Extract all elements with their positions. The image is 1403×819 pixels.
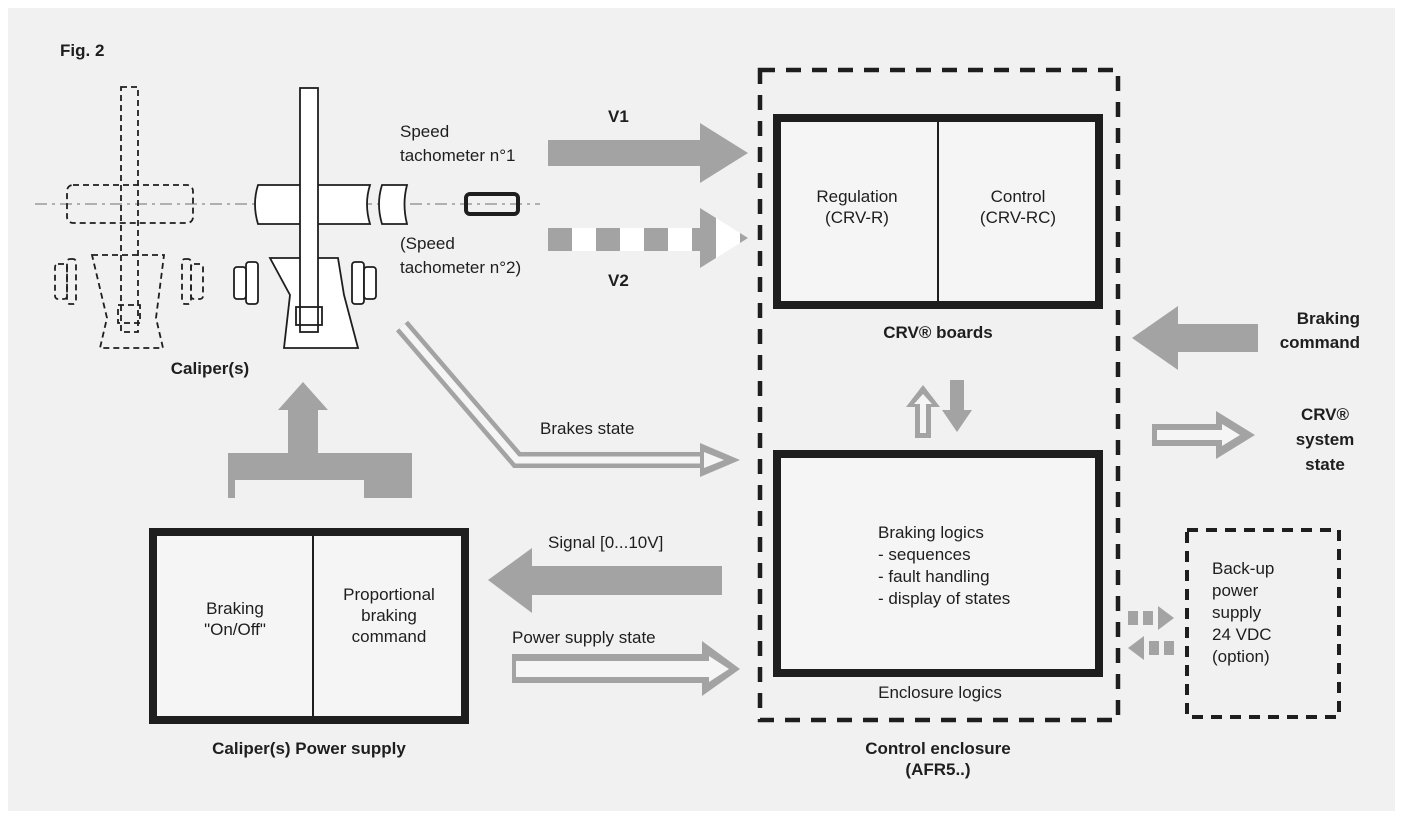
crv-boards-title: CRV® boards [883,323,993,342]
control-label: Control (CRV-RC) [979,187,1057,227]
regulation-label: Regulation (CRV-R) [816,187,898,227]
system-state-label: CRV® system state [1295,405,1355,474]
backup-link-arrows [1128,606,1174,660]
braking-on-off-label: Braking "On/Off" [204,599,266,639]
figure-label: Fig. 2 [60,41,105,60]
bidirectional-arrows [906,380,972,438]
backup-power-box [1185,528,1341,719]
tachometer-sensor [464,192,520,216]
brakes-state-label: Brakes state [540,419,635,438]
v2-label: V2 [608,271,629,290]
v2-arrow [548,208,748,268]
braking-logics-box [773,450,1103,677]
caliper-label: Caliper(s) [170,359,250,378]
brakes-state-arrow [395,320,740,477]
caliper-ghost [54,86,204,349]
system-state-arrow [1152,411,1255,459]
control-enclosure-frame [757,67,1121,723]
caliper-power-supply-box [149,528,469,724]
braking-logics-text: Braking logics - sequences - fault handl… [878,523,1011,608]
caliper-power-supply-title: Caliper(s) Power supply [212,739,406,758]
proportional-command-label: Proportional braking command [343,585,435,646]
caliper-power-arrow [228,382,412,498]
enclosure-logics-label: Enclosure logics [878,683,1002,702]
power-supply-state-arrow [512,641,740,696]
tachometer-1-label: Speed tachometer n°1 [400,122,516,165]
braking-command-label: Braking command [1279,309,1360,352]
power-supply-state-label: Power supply state [512,628,656,647]
signal-label: Signal [0...10V] [548,533,664,552]
signal-arrow [488,548,722,613]
v1-arrow [548,123,748,183]
tachometer-2-label: (Speed tachometer n°2) [400,234,522,277]
caliper-main [233,87,409,349]
control-enclosure-title: Control enclosure (AFR5..) [865,739,1011,779]
braking-command-arrow [1132,306,1258,370]
backup-power-label: Back-up power supply 24 VDC (option) [1212,559,1275,666]
v1-label: V1 [608,107,629,126]
